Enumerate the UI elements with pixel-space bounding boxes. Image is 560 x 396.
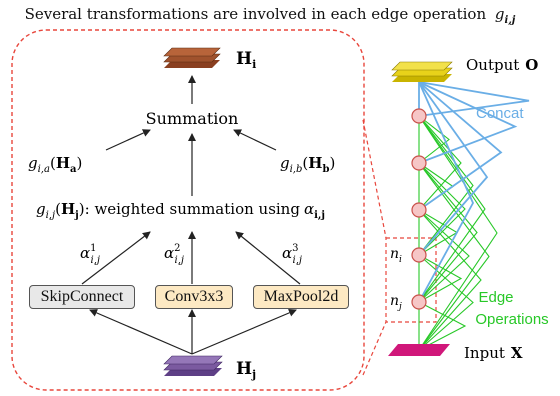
- concat-line: [418, 81, 518, 164]
- concat-label: Concat: [476, 105, 524, 122]
- edge-operation-line: [418, 115, 498, 351]
- op-maxpool2d-label: MaxPool2d: [263, 288, 339, 305]
- input-tensor-icon: [388, 344, 450, 356]
- graph-node: [411, 108, 427, 124]
- edge-operation-line: [418, 209, 470, 303]
- concat-line: [418, 81, 530, 117]
- arrow-op1-to-gij: [81, 231, 151, 285]
- graph-node: [411, 247, 427, 263]
- edge-operation-line: [418, 301, 467, 351]
- edge-operation-line: [418, 162, 466, 256]
- graph-node: [411, 155, 427, 171]
- zoom-panel-border: [11, 29, 365, 391]
- op-skipconnect-label: SkipConnect: [40, 288, 124, 305]
- edge-operation-line: [418, 209, 482, 351]
- node-ni-label: ni: [390, 246, 402, 265]
- op-skipconnect: SkipConnect: [29, 285, 135, 309]
- edge-operation-line: [418, 115, 486, 303]
- arrow-ga-to-summation: [105, 129, 151, 151]
- op-maxpool2d: MaxPool2d: [253, 285, 349, 309]
- op-conv3x3-label: Conv3x3: [164, 288, 224, 305]
- node-column: [411, 108, 427, 310]
- output-feature-label: Hi: [236, 49, 256, 71]
- input-feature-label: Hj: [236, 359, 256, 381]
- feature-map-stack-icon: [163, 47, 221, 68]
- zoom-connector-top: [362, 119, 387, 239]
- g-ia-label: gi,a(Ha): [28, 154, 82, 175]
- zoom-connector-bottom: [362, 321, 387, 376]
- node-nj-label: nj: [390, 293, 402, 312]
- feature-map-stack-icon: [163, 355, 223, 376]
- summation-label: Summation: [146, 109, 239, 128]
- arrow-input-to-op3: [191, 309, 297, 355]
- arrow-gb-to-summation: [233, 129, 277, 151]
- edge-operation-line: [418, 115, 462, 211]
- caption: Several transformations are involved in …: [25, 5, 516, 26]
- edge-operation-line: [418, 115, 474, 256]
- op-conv3x3: Conv3x3: [155, 285, 233, 309]
- concat-line: [418, 81, 475, 303]
- feature-map-stack-icon: [391, 61, 453, 82]
- zoom-source-box: [385, 237, 437, 323]
- edge-operation-line: [418, 254, 463, 303]
- edge-label-line2: Operations: [475, 311, 548, 328]
- edge-operation-line: [418, 115, 450, 164]
- arrow-input-to-op1: [89, 309, 193, 355]
- graph-node: [411, 202, 427, 218]
- arrow-op3-to-gij: [235, 231, 301, 285]
- g-ib-label: gi,b(Hb): [280, 154, 335, 175]
- edge-label-line1: Edge: [478, 289, 513, 306]
- graph-node: [411, 294, 427, 310]
- concat-line: [418, 81, 503, 211]
- edge-operation-line: [418, 162, 478, 303]
